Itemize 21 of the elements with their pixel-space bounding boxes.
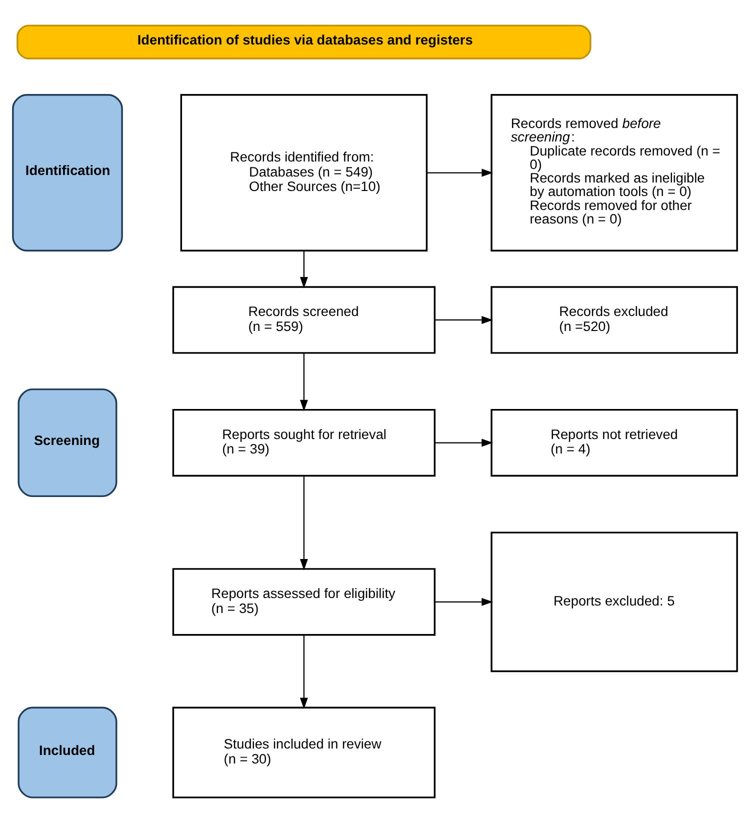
node-box: Reports sought for retrieval (n = 39): [172, 408, 436, 476]
arrow: [300, 634, 308, 709]
node-box: Reports not retrieved (n = 4): [490, 408, 738, 476]
node-box: Records removed before screening: Duplicate records removed (n = 0) Records marked as ineligible by automation tools (n = 0) Records removed for other reasons (n = 0): [490, 94, 738, 251]
arrow: [434, 597, 494, 606]
node-box: Records excluded (n =520): [490, 286, 738, 354]
arrow: [434, 438, 494, 446]
arrow: [300, 476, 308, 570]
arrow: [434, 316, 494, 324]
arrow: [300, 352, 308, 411]
node-box: Screening: [18, 388, 118, 497]
node-box: Studies included in review (n = 30): [172, 706, 436, 798]
arrow: [427, 168, 494, 176]
node-box: Records identified from: Databases (n = 549) Other Sources (n=10): [180, 94, 428, 251]
arrow: [300, 250, 308, 288]
node-box: Identification of studies via databases and registers: [16, 24, 592, 59]
node-box: Included: [18, 706, 118, 798]
node-box: Reports assessed for eligibility (n = 35): [172, 568, 436, 636]
node-box: Reports excluded: 5: [490, 531, 738, 672]
node-box: Records screened (n = 559): [172, 286, 436, 354]
node-box: Identification: [12, 94, 123, 251]
